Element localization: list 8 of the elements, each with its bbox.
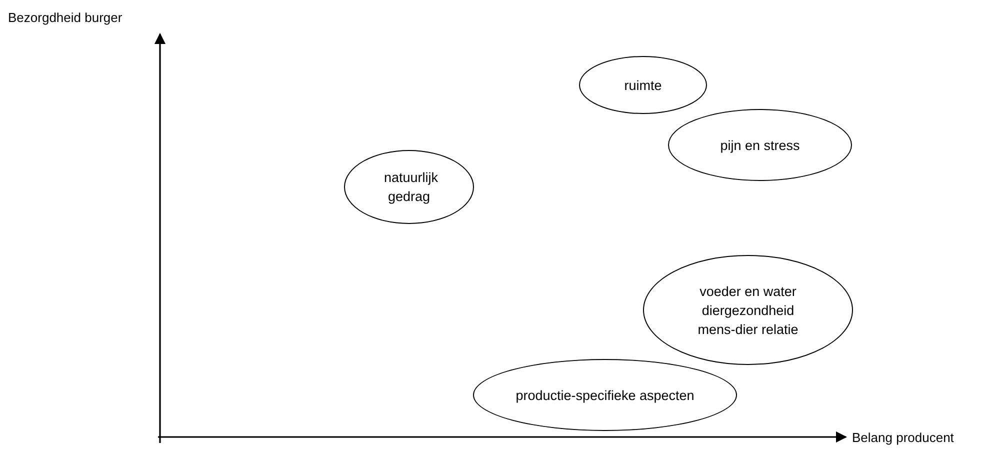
topic-text: mens-dier relatie [698, 320, 798, 338]
topic-text: diergezondheid [702, 302, 794, 320]
topic-text: productie-specifieke aspecten [516, 386, 694, 404]
topic-text: voeder en water [700, 282, 796, 300]
topic-text: ruimte [624, 76, 662, 94]
axis-label: Bezorgdheid burger [8, 10, 122, 25]
axis-label: Belang producent [852, 430, 954, 445]
topic-text: pijn en stress [720, 136, 800, 154]
